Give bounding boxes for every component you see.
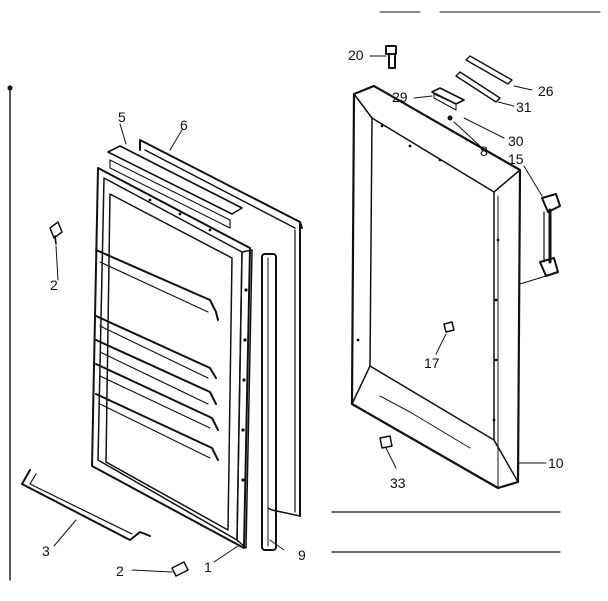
plug-33 — [379, 435, 393, 449]
callout-29: 29 — [392, 89, 408, 105]
strip-31 — [455, 71, 501, 103]
shelf-wire — [21, 469, 151, 541]
callout-26: 26 — [538, 83, 554, 99]
leader-lines — [53, 55, 547, 573]
callout-8: 8 — [480, 143, 488, 159]
callout-31: 31 — [516, 99, 532, 115]
strip-26 — [465, 55, 513, 85]
callout-9: 9 — [298, 547, 306, 563]
door-liner-assembly — [91, 167, 253, 549]
page-edge-lines — [7, 11, 601, 581]
breaker-strip — [107, 145, 243, 229]
reference-lines — [331, 511, 561, 553]
callout-5: 5 — [118, 109, 126, 125]
callout-15: 15 — [508, 151, 524, 167]
door-panel — [139, 139, 303, 517]
frame-screws — [356, 124, 500, 422]
callout-10: 10 — [548, 455, 564, 471]
callout-17: 17 — [424, 355, 440, 371]
screw-2-lower — [171, 561, 189, 577]
plug-17 — [443, 321, 455, 333]
callout-labels: 1 2 2 3 5 6 8 9 10 15 17 20 26 29 30 31 … — [42, 47, 564, 579]
liner-shelves — [95, 249, 219, 461]
callout-20: 20 — [348, 47, 364, 63]
bracket-29 — [431, 87, 465, 111]
callout-30: 30 — [508, 133, 524, 149]
callout-2-upper: 2 — [50, 277, 58, 293]
screw-8 — [447, 115, 453, 121]
door-gasket — [261, 253, 277, 551]
flange-screws — [148, 198, 248, 482]
screw-2-upper — [49, 221, 63, 245]
callout-2-lower: 2 — [116, 563, 124, 579]
plug-20 — [385, 45, 397, 69]
callout-33: 33 — [390, 475, 406, 491]
callout-3: 3 — [42, 543, 50, 559]
door-handle — [539, 193, 561, 277]
callout-6: 6 — [180, 117, 188, 133]
door-frame — [350, 84, 522, 490]
callout-1: 1 — [204, 559, 212, 575]
